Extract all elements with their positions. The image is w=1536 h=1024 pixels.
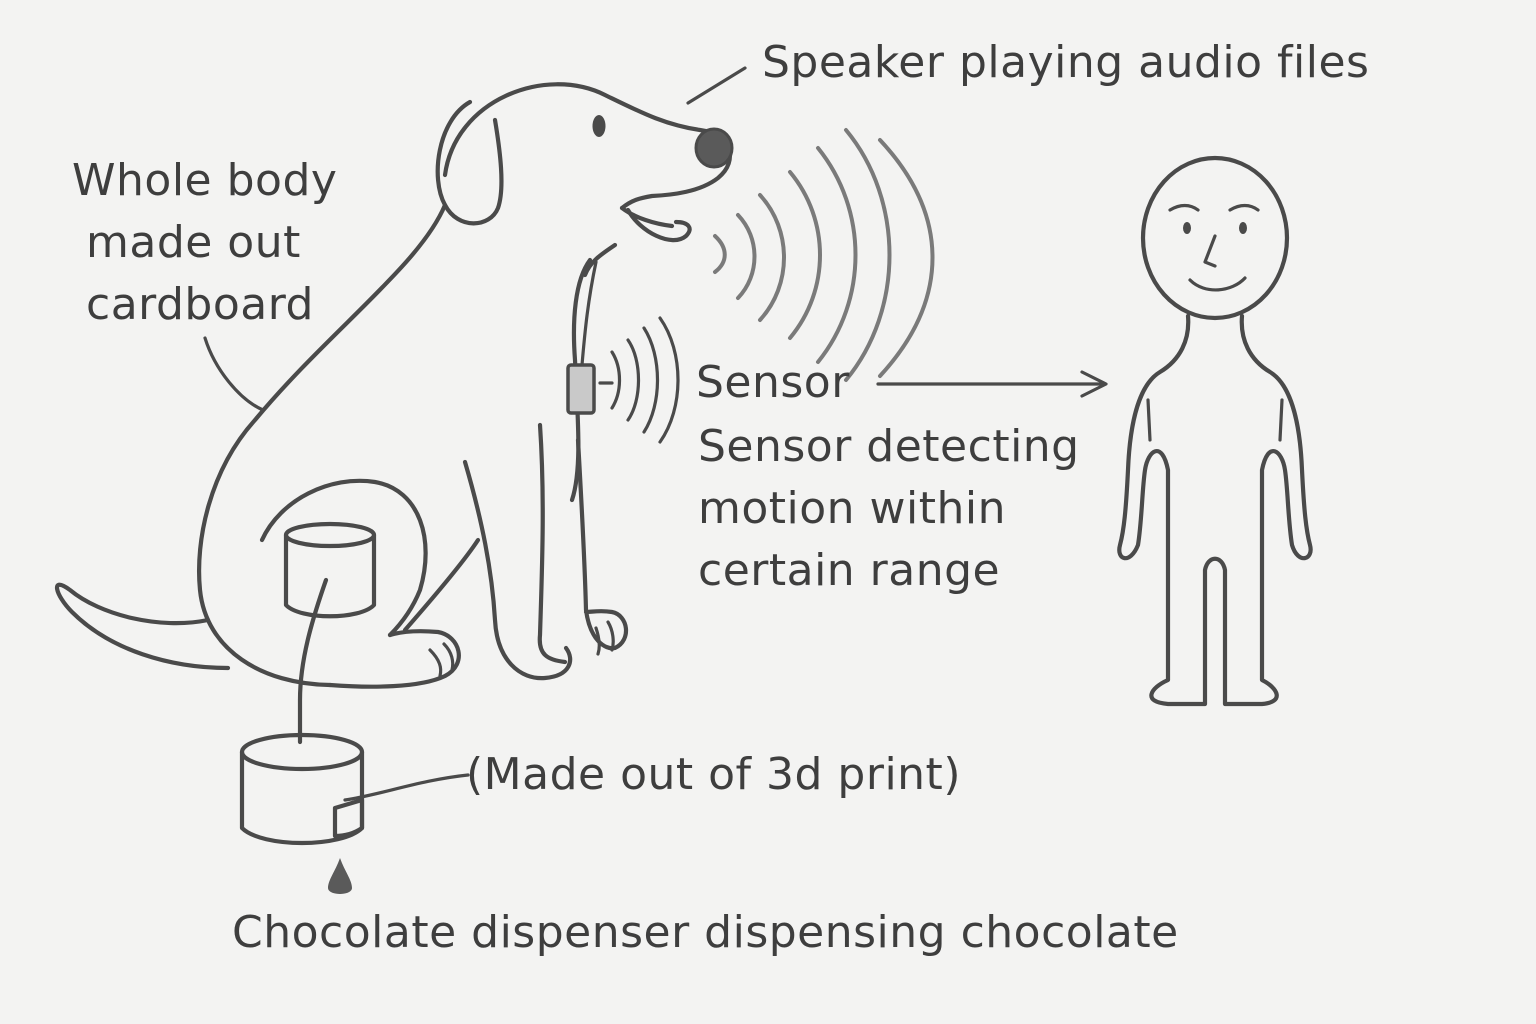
dog-front-leg — [537, 422, 628, 665]
dog-hind-paw — [327, 629, 461, 689]
body-label: Whole body made out cardboard — [72, 150, 337, 336]
dog-figure — [54, 82, 734, 689]
dog-tail — [54, 582, 231, 671]
chocolate-dispenser — [239, 732, 365, 894]
person-body — [1117, 313, 1313, 707]
sensor-box — [566, 363, 596, 415]
person-head — [1140, 155, 1290, 321]
feed-tube — [297, 577, 329, 745]
sensor-description-line: Sensor detecting — [698, 421, 1080, 472]
dog-belly — [402, 537, 481, 633]
print-note: (Made out of 3d print) — [466, 749, 961, 800]
dog-head — [442, 82, 732, 211]
speaker-leader — [686, 66, 747, 105]
sound-waves — [713, 128, 935, 382]
dog-hind-toes — [428, 642, 455, 678]
annotation-lines — [203, 66, 1108, 802]
dog-chest — [569, 257, 593, 503]
dog-nose — [694, 127, 734, 169]
dog-back — [197, 202, 448, 688]
dog-ear — [435, 99, 504, 226]
dog-mouth — [619, 205, 675, 229]
dog-front-leg-inner — [462, 459, 573, 681]
dog-front-toes — [594, 620, 615, 656]
body-leader — [203, 336, 265, 412]
dog-eye — [592, 115, 606, 137]
body-label-line: made out — [86, 217, 301, 268]
dispenser-caption: Chocolate dispenser dispensing chocolate — [232, 907, 1179, 958]
sensor-description-line: motion within — [698, 483, 1007, 534]
speaker-label: Speaker playing audio files — [762, 37, 1370, 88]
sensor-module — [566, 316, 680, 444]
dog-collar — [580, 260, 598, 367]
body-label-line: Whole body — [72, 155, 338, 206]
sensor-description-line: certain range — [698, 545, 1001, 596]
body-label-line: cardboard — [86, 279, 314, 330]
inner-cup — [283, 521, 377, 619]
dog-hind-thigh — [259, 478, 428, 638]
person-figure — [1117, 155, 1313, 707]
sensor-title: Sensor — [696, 357, 850, 408]
chocolate-drop — [328, 858, 352, 894]
sensor-description: Sensor detecting motion within certain r… — [698, 416, 1080, 602]
print-leader — [343, 773, 470, 802]
dog-tongue — [625, 207, 692, 243]
dog-jaw — [582, 242, 618, 278]
